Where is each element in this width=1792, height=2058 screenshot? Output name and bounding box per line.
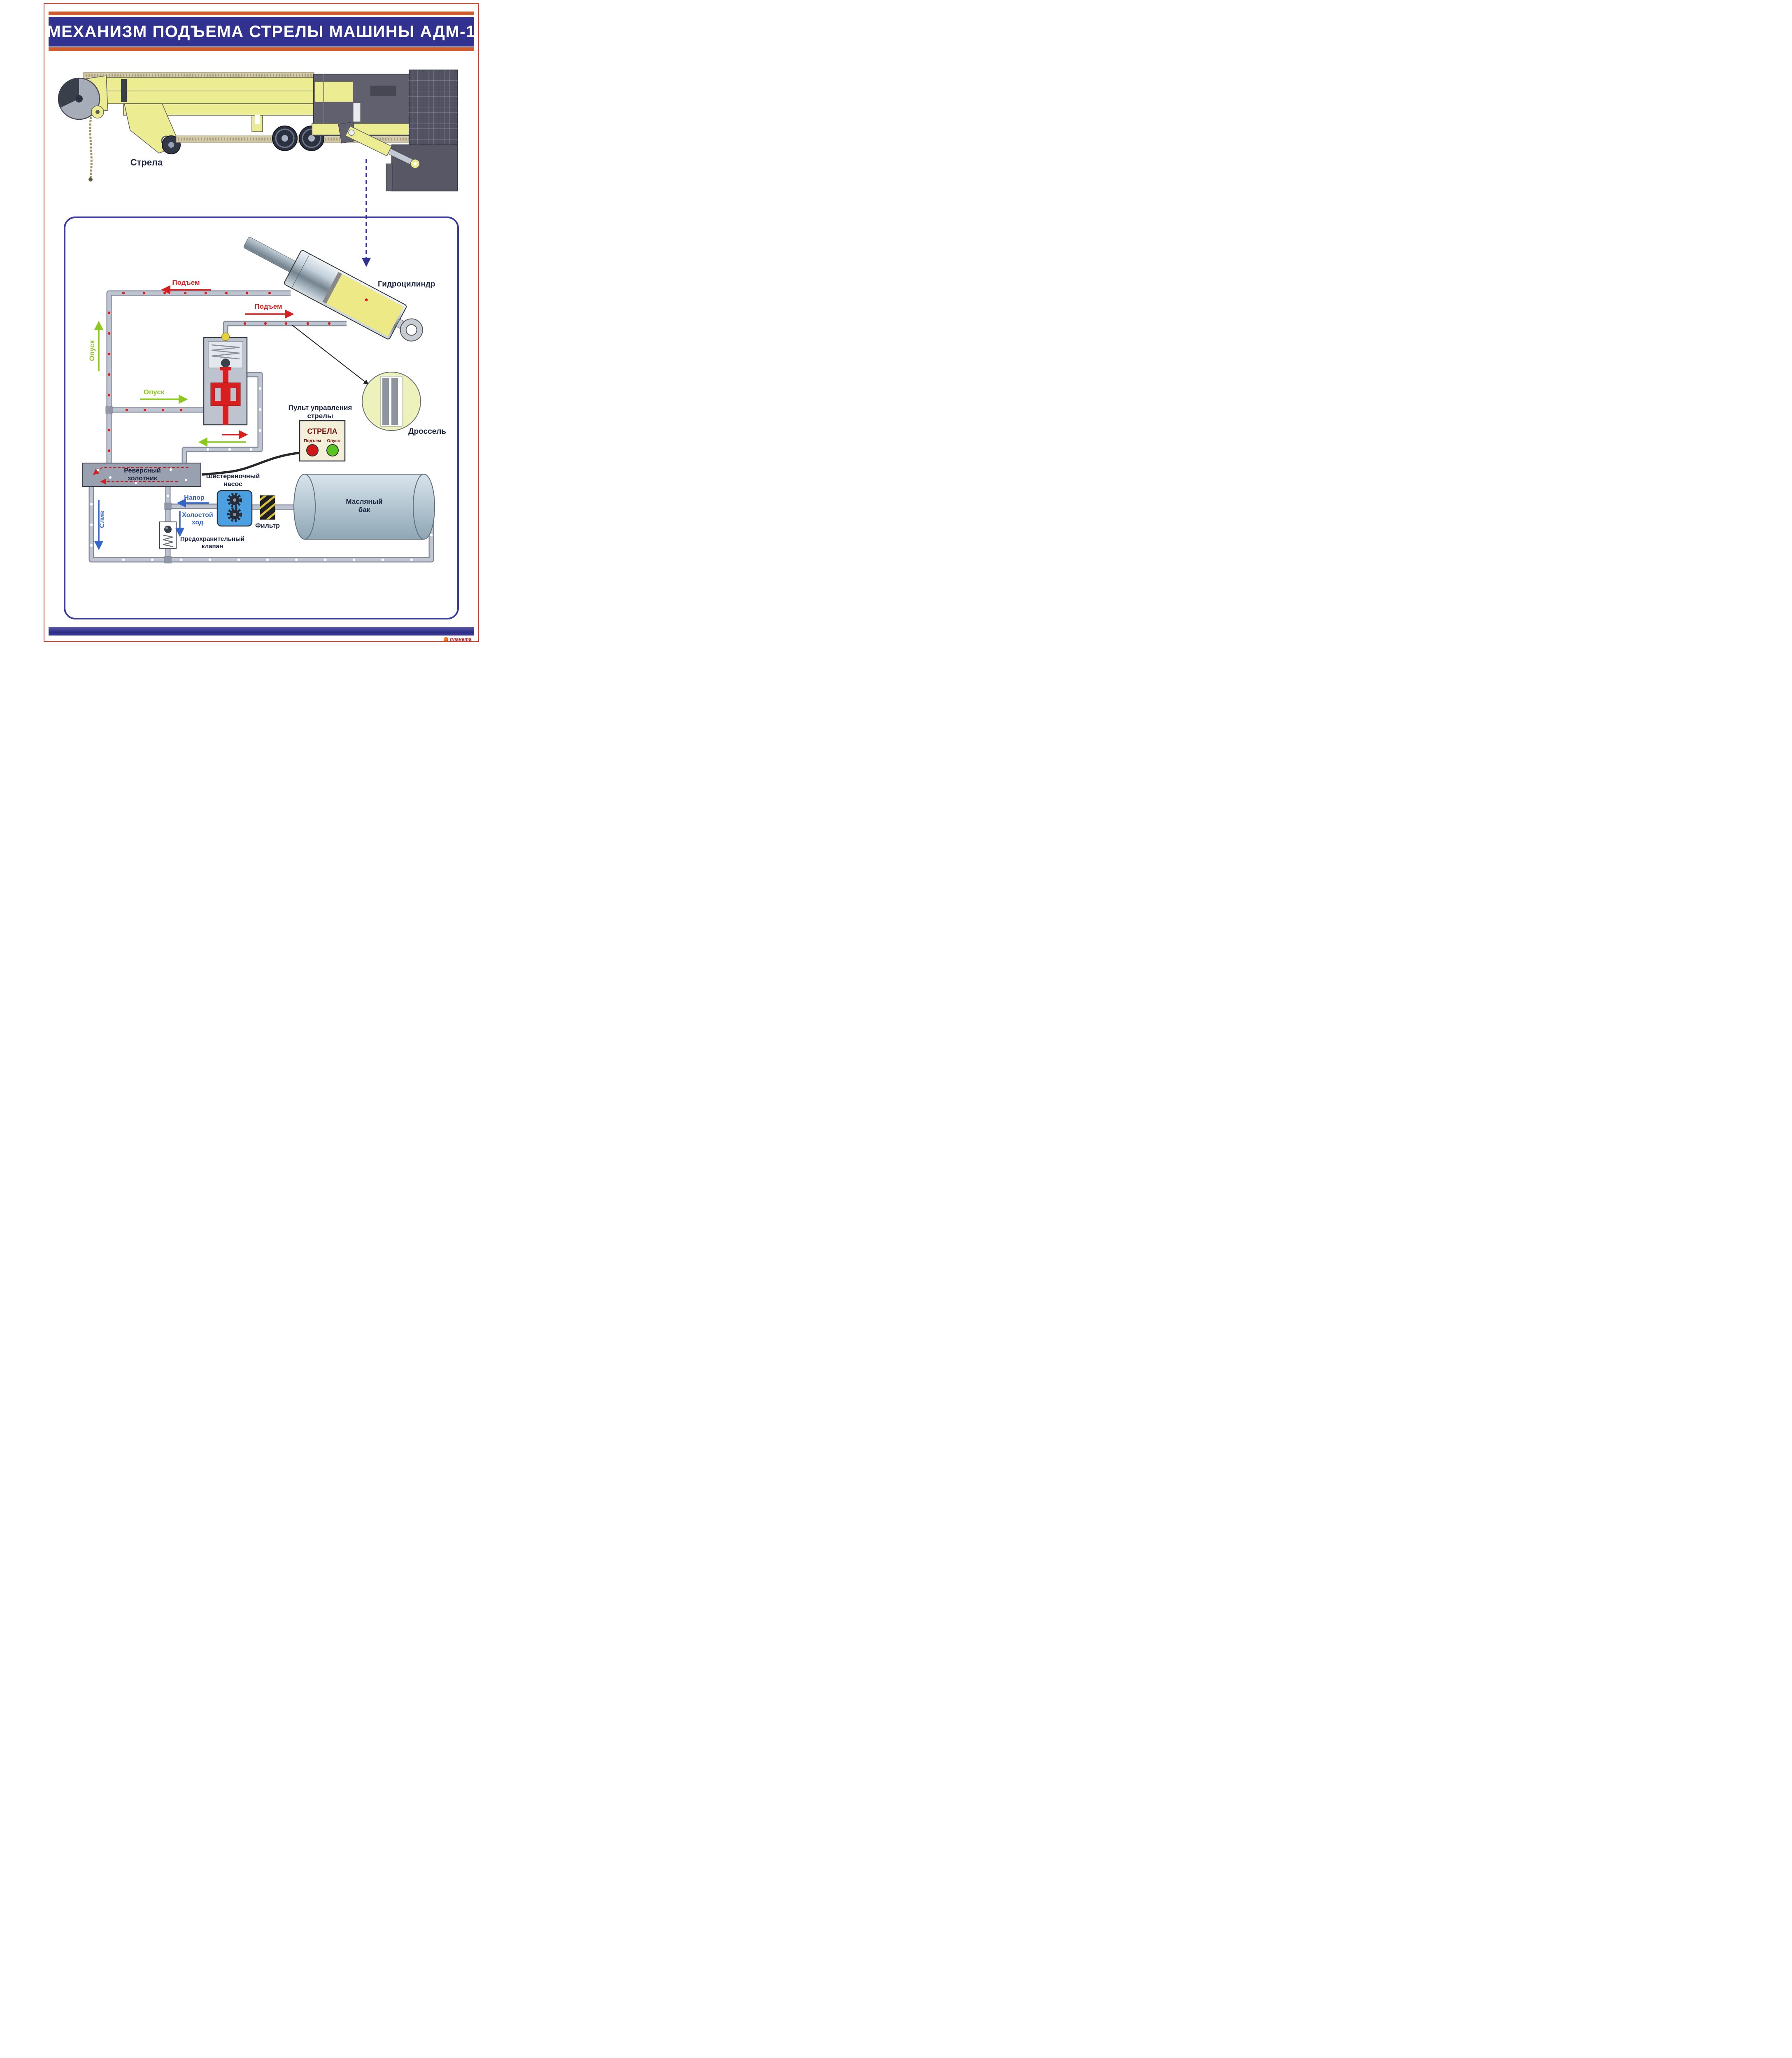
pipe-junctions <box>105 406 172 563</box>
throttle-detail-circle <box>362 372 421 431</box>
idle-label: ход <box>192 519 203 526</box>
brand-logo: планета <box>444 636 472 642</box>
filter <box>260 495 275 520</box>
title-underline-stripe <box>49 47 474 51</box>
pressure-label: Напор <box>184 494 205 501</box>
throttle-leader-line <box>292 325 369 385</box>
counterbalance-valve <box>203 337 248 426</box>
reversing-spool: Реверсный золотник <box>82 463 201 487</box>
panel-lift-caption: Подъем <box>304 438 321 443</box>
machine-cab <box>312 74 410 136</box>
panel-lower-caption: Опуск <box>327 438 340 443</box>
lift-button <box>306 444 319 456</box>
lift-label: Подъем <box>254 303 282 310</box>
poster-artwork: Стрела <box>58 70 459 619</box>
gear-icon <box>227 507 242 522</box>
safety-valve-spring-icon <box>163 534 173 547</box>
valve-ball-icon <box>221 359 230 368</box>
rope-hook <box>88 177 93 182</box>
brand-globe-icon <box>444 637 448 642</box>
filter-label: Фильтр <box>255 522 280 529</box>
safety-valve-label: Предохранительный <box>180 535 244 542</box>
spool-label: золотник <box>128 475 158 482</box>
drain-label: Слив <box>99 511 106 528</box>
hanging-rope <box>89 116 93 178</box>
safety-valve <box>159 521 177 549</box>
control-cable <box>201 452 301 476</box>
spool-flow-arrow <box>93 467 189 475</box>
oil-tank: Масляный бак <box>293 474 435 540</box>
idle-label: Холостой <box>182 512 213 519</box>
tank-label: бак <box>358 506 370 514</box>
panel-title: Пульт управления <box>289 404 352 412</box>
page-title: МЕХАНИЗМ ПОДЪЕМА СТРЕЛЫ МАШИНЫ АДМ-1 <box>47 22 476 41</box>
title-bar: МЕХАНИЗМ ПОДЪЕМА СТРЕЛЫ МАШИНЫ АДМ-1 <box>47 17 476 47</box>
gear-pump <box>216 490 253 527</box>
hatch-grid <box>386 70 458 191</box>
cylinder-label: Гидроцилиндр <box>378 280 435 289</box>
panel-name: СТРЕЛА <box>307 427 337 435</box>
flow-dots-white <box>90 387 433 561</box>
control-panel: СТРЕЛА Подъем Опуск <box>299 420 346 462</box>
valve-pilot-ball <box>221 333 230 341</box>
tank-label: Масляный <box>346 498 382 505</box>
lower-label: Опуск <box>88 340 96 361</box>
flow-dots-red <box>107 291 331 452</box>
machine-illustration: Стрела <box>58 70 458 191</box>
lower-button <box>326 444 339 456</box>
lift-label: Подъем <box>172 279 200 286</box>
panel-title: стрелы <box>307 412 333 420</box>
wheel <box>272 126 298 151</box>
gear-icon <box>227 493 242 508</box>
footer-bar <box>49 627 474 636</box>
saw-assembly <box>58 75 108 182</box>
lower-label: Опуск <box>144 388 165 396</box>
safety-valve-ball-icon <box>164 526 172 533</box>
valve-spring-icon <box>211 344 240 360</box>
poster-frame <box>44 3 479 642</box>
boom-cylinder <box>338 121 420 169</box>
boom-label: Стрела <box>130 157 163 168</box>
spool-label: Реверсный <box>124 467 161 474</box>
boom-support <box>124 103 263 154</box>
safety-valve-label: клапан <box>202 543 223 550</box>
throttle-label: Дроссель <box>408 427 446 436</box>
wheel <box>299 126 324 151</box>
hydraulic-cylinder <box>243 237 423 342</box>
top-orange-stripe <box>49 12 474 15</box>
brand-name: планета <box>450 636 472 642</box>
pump-label: насос <box>223 481 242 488</box>
pump-label: Шестереночный <box>206 473 260 480</box>
